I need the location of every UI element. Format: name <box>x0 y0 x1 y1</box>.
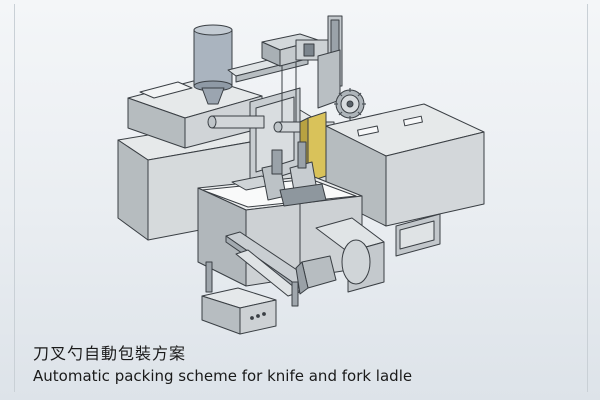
right-cabinet-legs <box>395 213 441 257</box>
caption-english: Automatic packing scheme for knife and f… <box>33 367 413 385</box>
caption-chinese: 刀叉勺自動包裝方案 <box>33 344 187 363</box>
collection-box <box>201 287 277 335</box>
image-frame <box>14 4 588 392</box>
film-roller <box>295 217 385 295</box>
robot-arm <box>227 15 343 130</box>
support-legs <box>205 261 299 307</box>
figure-caption: 刀叉勺自動包裝方案 Automatic packing scheme for k… <box>33 344 412 386</box>
tray-components <box>231 141 327 207</box>
gear-wheel <box>334 88 366 120</box>
hopper-cylinder <box>193 24 233 105</box>
